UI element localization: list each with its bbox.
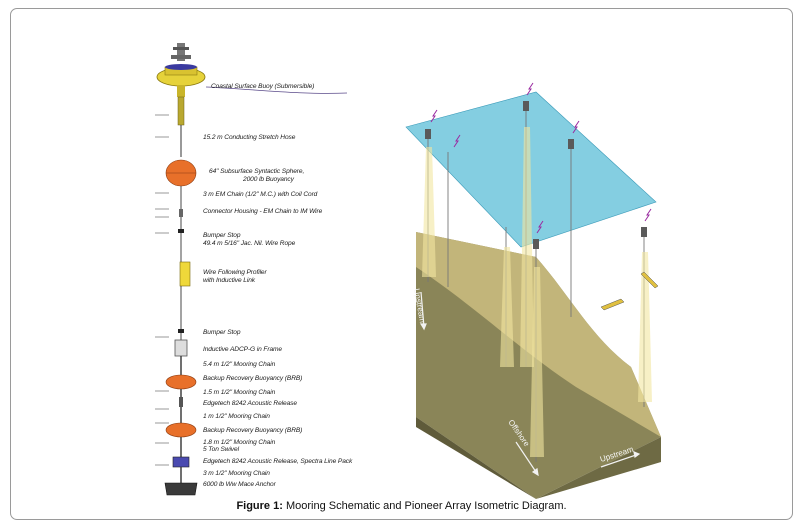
mooring-label: Wire Following Profiler [203, 269, 267, 276]
mooring-label: Edgetech 8242 Acoustic Release [203, 400, 297, 407]
mooring-label: 3 m 1/2" Mooring Chain [203, 470, 270, 477]
caption-text: Mooring Schematic and Pioneer Array Isom… [282, 500, 567, 512]
mooring-label: 49.4 m 5/16" Jac. Nil. Wire Rope [203, 240, 296, 247]
mooring-label: Backup Recovery Buoyancy (BRB) [203, 375, 303, 382]
mooring-label: 6000 lb Ww Mace Anchor [203, 481, 276, 488]
mooring-label: 3 m EM Chain (1/2" M.C.) with Coil Cord [203, 191, 318, 198]
mooring-label: 2000 lb Buoyancy [243, 176, 294, 183]
mooring-label: Connector Housing - EM Chain to IM Wire [203, 208, 323, 215]
mooring-label: Bumper Stop [203, 232, 241, 239]
mooring-label: Edgetech 8242 Acoustic Release, Spectra … [203, 458, 353, 465]
figure-image: Coastal Surface Buoy (Submersible) 15.2 … [151, 37, 674, 499]
mooring-label: with Inductive Link [203, 277, 255, 284]
mooring-label: 5 Ton Swivel [203, 446, 239, 453]
isometric-array-diagram: Upstream Offshore Upstream [405, 82, 661, 499]
mooring-label: 5.4 m 1/2" Mooring Chain [203, 361, 276, 368]
caption-figure-label: Figure 1: [236, 500, 283, 512]
figure-caption: Figure 1: Mooring Schematic and Pioneer … [11, 500, 792, 512]
mooring-line-drawing [155, 43, 348, 496]
mooring-label: 1.5 m 1/2" Mooring Chain [203, 389, 276, 396]
mooring-label: Bumper Stop [203, 329, 241, 336]
mooring-label: 1 m 1/2" Mooring Chain [203, 413, 270, 420]
mooring-label: 1.8 m 1/2" Mooring Chain [203, 439, 276, 446]
mooring-label: Coastal Surface Buoy (Submersible) [211, 83, 315, 90]
mooring-label: 64" Subsurface Syntactic Sphere, [209, 168, 305, 175]
figure-frame: Coastal Surface Buoy (Submersible) 15.2 … [10, 8, 793, 520]
mooring-label: 15.2 m Conducting Stretch Hose [203, 134, 296, 141]
mooring-label: Inductive ADCP-G in Frame [203, 346, 282, 353]
mooring-schematic: Coastal Surface Buoy (Submersible) 15.2 … [151, 37, 401, 499]
mooring-label: Backup Recovery Buoyancy (BRB) [203, 427, 303, 434]
